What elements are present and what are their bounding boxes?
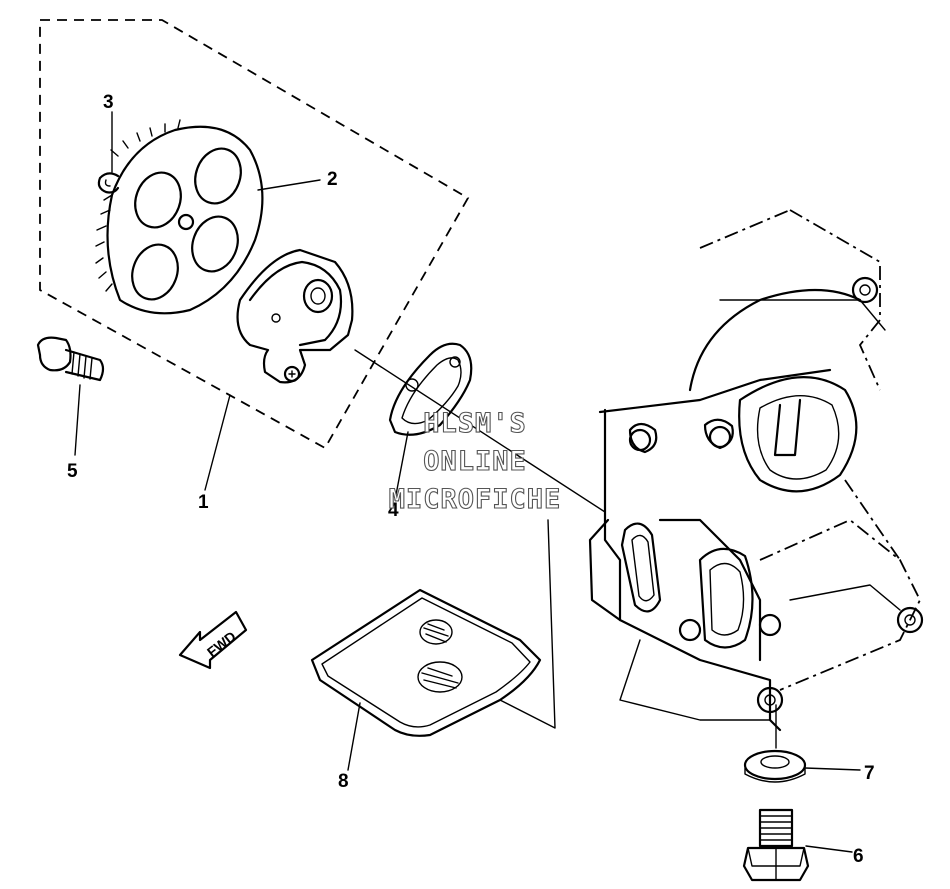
callout-2: 2 bbox=[327, 169, 338, 190]
watermark-line-1: HLSM'S bbox=[423, 408, 527, 439]
part-washer bbox=[743, 749, 807, 783]
callouts: 1 2 3 4 5 6 7 8 bbox=[67, 92, 875, 867]
part-oil-pump bbox=[236, 248, 354, 384]
callout-5: 5 bbox=[67, 461, 78, 482]
callout-4: 4 bbox=[388, 500, 399, 521]
part-strainer bbox=[310, 588, 542, 737]
callout-8: 8 bbox=[338, 771, 349, 792]
watermark: HLSM'S ONLINE MICROFICHE bbox=[388, 407, 562, 515]
forward-arrow: FWD bbox=[178, 610, 248, 670]
callout-7: 7 bbox=[864, 763, 875, 784]
crankcase bbox=[588, 209, 924, 732]
callout-6: 6 bbox=[853, 846, 864, 867]
part-bolt bbox=[36, 336, 105, 382]
callout-3: 3 bbox=[103, 92, 114, 113]
callout-1: 1 bbox=[198, 492, 209, 513]
assembly-boundary bbox=[39, 19, 470, 450]
part-gear bbox=[95, 119, 264, 315]
watermark-line-2: ONLINE bbox=[423, 446, 527, 477]
part-drain-plug bbox=[742, 808, 810, 882]
part-clip bbox=[97, 172, 120, 194]
leader-lines bbox=[74, 111, 861, 853]
watermark-line-3: MICROFICHE bbox=[389, 484, 562, 515]
part-gasket bbox=[388, 342, 473, 436]
